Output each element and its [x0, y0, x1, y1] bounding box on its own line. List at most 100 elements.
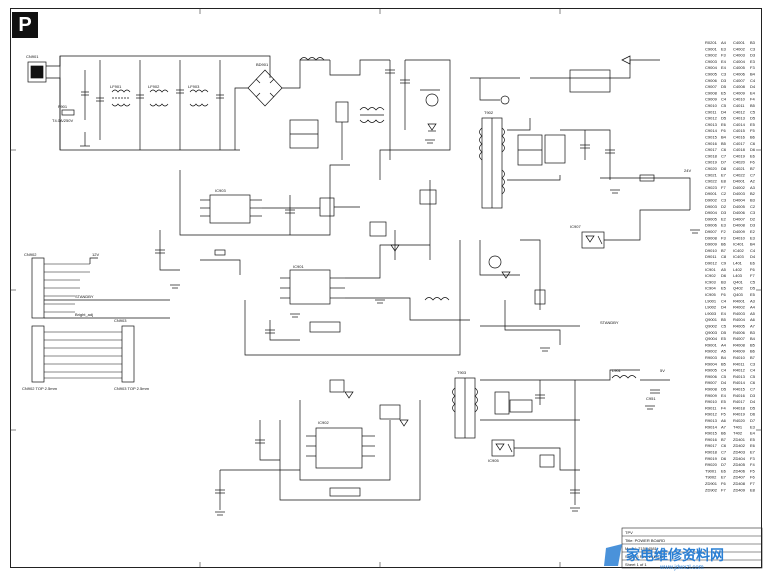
parts-list-cell: E5 [750, 122, 756, 127]
parts-list-cell: A6 [750, 317, 756, 322]
drawing-frame [10, 8, 762, 568]
pfc-section [329, 59, 520, 180]
parts-list-cell: ZD408 [733, 481, 746, 486]
label-lf903: LF903 [188, 84, 200, 89]
parts-list-cell: C9015 [705, 135, 718, 140]
parts-list-cell: F6 [750, 160, 755, 165]
title-row-1: Title: POWER BOARD [625, 538, 665, 543]
parts-list-cell: A5 [750, 311, 756, 316]
parts-list-cell: C4020 [733, 160, 746, 165]
parts-list-cell: D7 [721, 462, 727, 467]
parts-list-cell: A4 [721, 342, 727, 347]
parts-list-cell: D9005 [705, 216, 718, 221]
parts-list-cell: D4 [750, 84, 756, 89]
parts-list-cell: C4017 [733, 141, 746, 146]
parts-list-table: R0201C9001C9002C9003C9004C9005C9006C9007… [705, 40, 756, 492]
parts-list-cell: C9007 [705, 84, 718, 89]
parts-list-cell: B4 [750, 72, 756, 77]
parts-list-cell: E3 [750, 59, 756, 64]
page-letter: P [12, 12, 38, 38]
parts-list-cell: C5 [750, 279, 756, 284]
parts-list-cell: ZD403 [733, 450, 746, 455]
parts-list-cell: IC901 [705, 267, 716, 272]
parts-list-cell: D4010 [733, 235, 746, 240]
label-net-5v: 5V [660, 368, 665, 373]
parts-list-cell: B2 [750, 191, 756, 196]
parts-list-cell: C9021 [705, 172, 718, 177]
parts-list-cell: C4014 [733, 122, 746, 127]
parts-list-cell: E4 [721, 393, 727, 398]
parts-list-cell: D6 [750, 412, 756, 417]
parts-list-cell: C9011 [705, 109, 717, 114]
parts-list-cell: R9011 [705, 405, 717, 410]
parts-list-cell: R4015 [733, 387, 746, 392]
parts-list-cell: C5 [721, 103, 727, 108]
parts-list-cell: R9015 [705, 431, 718, 436]
emi-filter-section [27, 55, 330, 151]
parts-list-cell: C9003 [705, 59, 718, 64]
parts-list-cell: D9009 [705, 242, 718, 247]
label-lf901: LF901 [110, 84, 122, 89]
parts-list-cell: R4017 [733, 399, 746, 404]
parts-list-cell: C4022 [733, 172, 746, 177]
parts-list-cell: E6 [750, 443, 756, 448]
parts-list-cell: C9017 [705, 147, 718, 152]
parts-list-cell: B5 [721, 317, 727, 322]
parts-list-cell: C4002 [733, 46, 746, 51]
parts-list-cell: D4 [750, 399, 756, 404]
parts-list-cell: C9018 [705, 153, 718, 158]
parts-list-cell: F3 [750, 65, 755, 70]
parts-list-cell: D9002 [705, 198, 718, 203]
title-company: TPV [625, 530, 633, 535]
parts-list-cell: C4 [721, 298, 727, 303]
parts-list-cell: C9016 [705, 141, 718, 146]
parts-list-cell: R9020 [705, 462, 718, 467]
parts-list-cell: C4010 [733, 97, 746, 102]
title-row-4: Sheet 1 of 1 [625, 562, 647, 567]
parts-list-cell: F5 [750, 128, 755, 133]
parts-list-cell: R4005 [733, 324, 746, 329]
title-row-3: Size A3 Rev. 2014-11 [625, 554, 664, 559]
parts-list-cell: D3 [750, 223, 756, 228]
parts-list-cell: E4 [750, 90, 756, 95]
parts-list-cell: D4005 [733, 204, 746, 209]
parts-list-cell: R4020 [733, 418, 746, 423]
parts-list-cell: C4 [721, 97, 727, 102]
parts-list-cell: C4009 [733, 90, 746, 95]
parts-list-cell: F3 [750, 456, 755, 461]
parts-list-cell: B3 [750, 330, 756, 335]
parts-list-cell: F6 [721, 128, 726, 133]
parts-list-cell: D2 [750, 216, 756, 221]
parts-list-cell: D2 [721, 204, 727, 209]
parts-list-cell: D3 [750, 53, 756, 58]
parts-list-cell: D8 [721, 166, 727, 171]
parts-list-cell: C9005 [705, 72, 718, 77]
parts-list-cell: C9 [721, 261, 727, 266]
zone-ticks [10, 8, 762, 568]
parts-list-cell: C6 [721, 147, 727, 152]
parts-list-cell: Q9002 [705, 324, 718, 329]
parts-list-cell: F3 [721, 53, 726, 58]
parts-list-cell: R4016 [733, 393, 746, 398]
parts-list-cell: L9003 [705, 311, 717, 316]
parts-list-cell: T402 [733, 431, 743, 436]
parts-list-cell: E2 [750, 229, 756, 234]
pwm-section [155, 164, 360, 275]
parts-list-cell: C9019 [705, 160, 718, 165]
parts-list-cell: E3 [750, 424, 756, 429]
parts-list-cell: T9001 [705, 468, 717, 473]
parts-list-cell: B6 [750, 135, 756, 140]
parts-list-cell: D7 [750, 418, 756, 423]
parts-list-cell: R9010 [705, 399, 718, 404]
parts-list-cell: D9011 [705, 254, 717, 259]
parts-list-cell: F4 [750, 97, 755, 102]
parts-list-cell: C3 [750, 210, 756, 215]
label-net-bright: Bright_adj [75, 312, 93, 317]
label-net-24v: 24V [684, 168, 691, 173]
parts-list-cell: D4 [721, 305, 727, 310]
label-ic905: IC905 [488, 458, 499, 463]
parts-list-cell: F6 [750, 267, 755, 272]
parts-list-cell: F6 [721, 292, 726, 297]
parts-list-cell: ZD901 [705, 481, 718, 486]
title-block: TPV Title: POWER BOARD Model: 715G4581 S… [621, 527, 763, 569]
